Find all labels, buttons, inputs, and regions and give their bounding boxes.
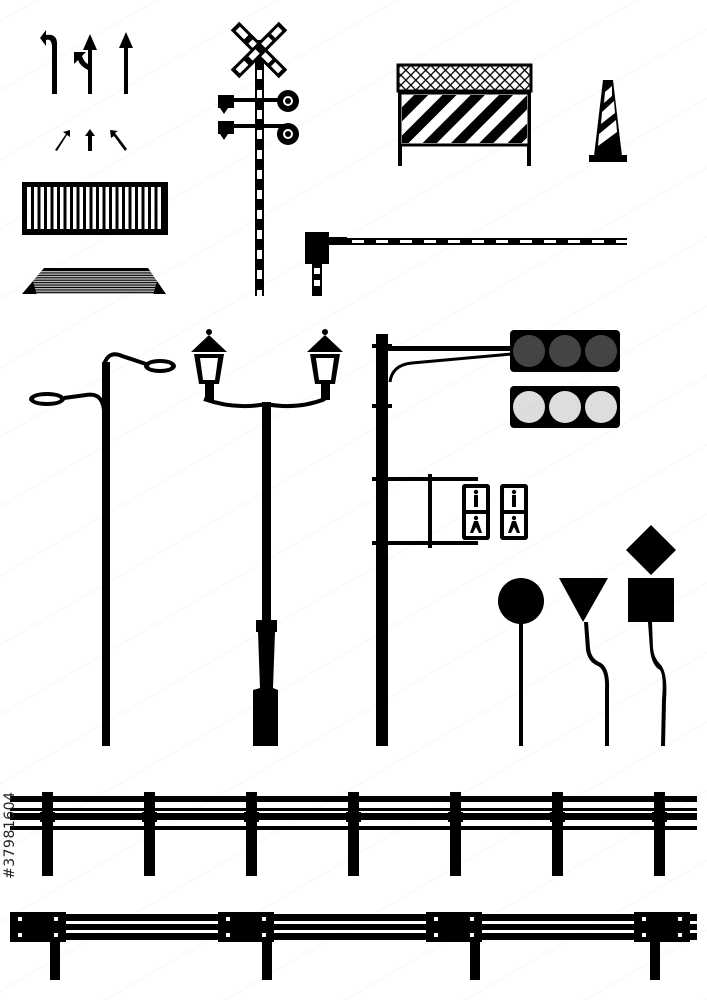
priority-road-sign-icon <box>626 525 676 746</box>
lane-arrow-straight-icon <box>119 32 133 94</box>
traffic-cone-icon <box>589 80 627 162</box>
barrier-arm-icon <box>305 232 628 296</box>
pedestrian-railing-icon <box>22 182 168 235</box>
guardrail-icon <box>10 792 697 876</box>
pedestrian-signal-icon <box>462 484 528 540</box>
crosswalk-zebra-icon <box>22 268 166 294</box>
railway-crossing-signal-icon <box>218 21 299 299</box>
construction-barricade-icon <box>396 63 533 166</box>
yield-sign-icon <box>559 578 610 746</box>
victorian-lamp-post-icon <box>191 329 343 746</box>
lane-arrow-straight-left-icon <box>74 34 97 94</box>
lane-arrow-left-icon <box>40 30 58 94</box>
traffic-light-pole-icon <box>372 330 620 746</box>
road-marking-arrows-icon <box>55 129 127 151</box>
street-lamp-double-icon <box>29 352 176 746</box>
watermark-id-text: #37981604 <box>2 791 18 879</box>
round-sign-icon <box>498 578 544 746</box>
guardrail-icon <box>10 912 697 980</box>
